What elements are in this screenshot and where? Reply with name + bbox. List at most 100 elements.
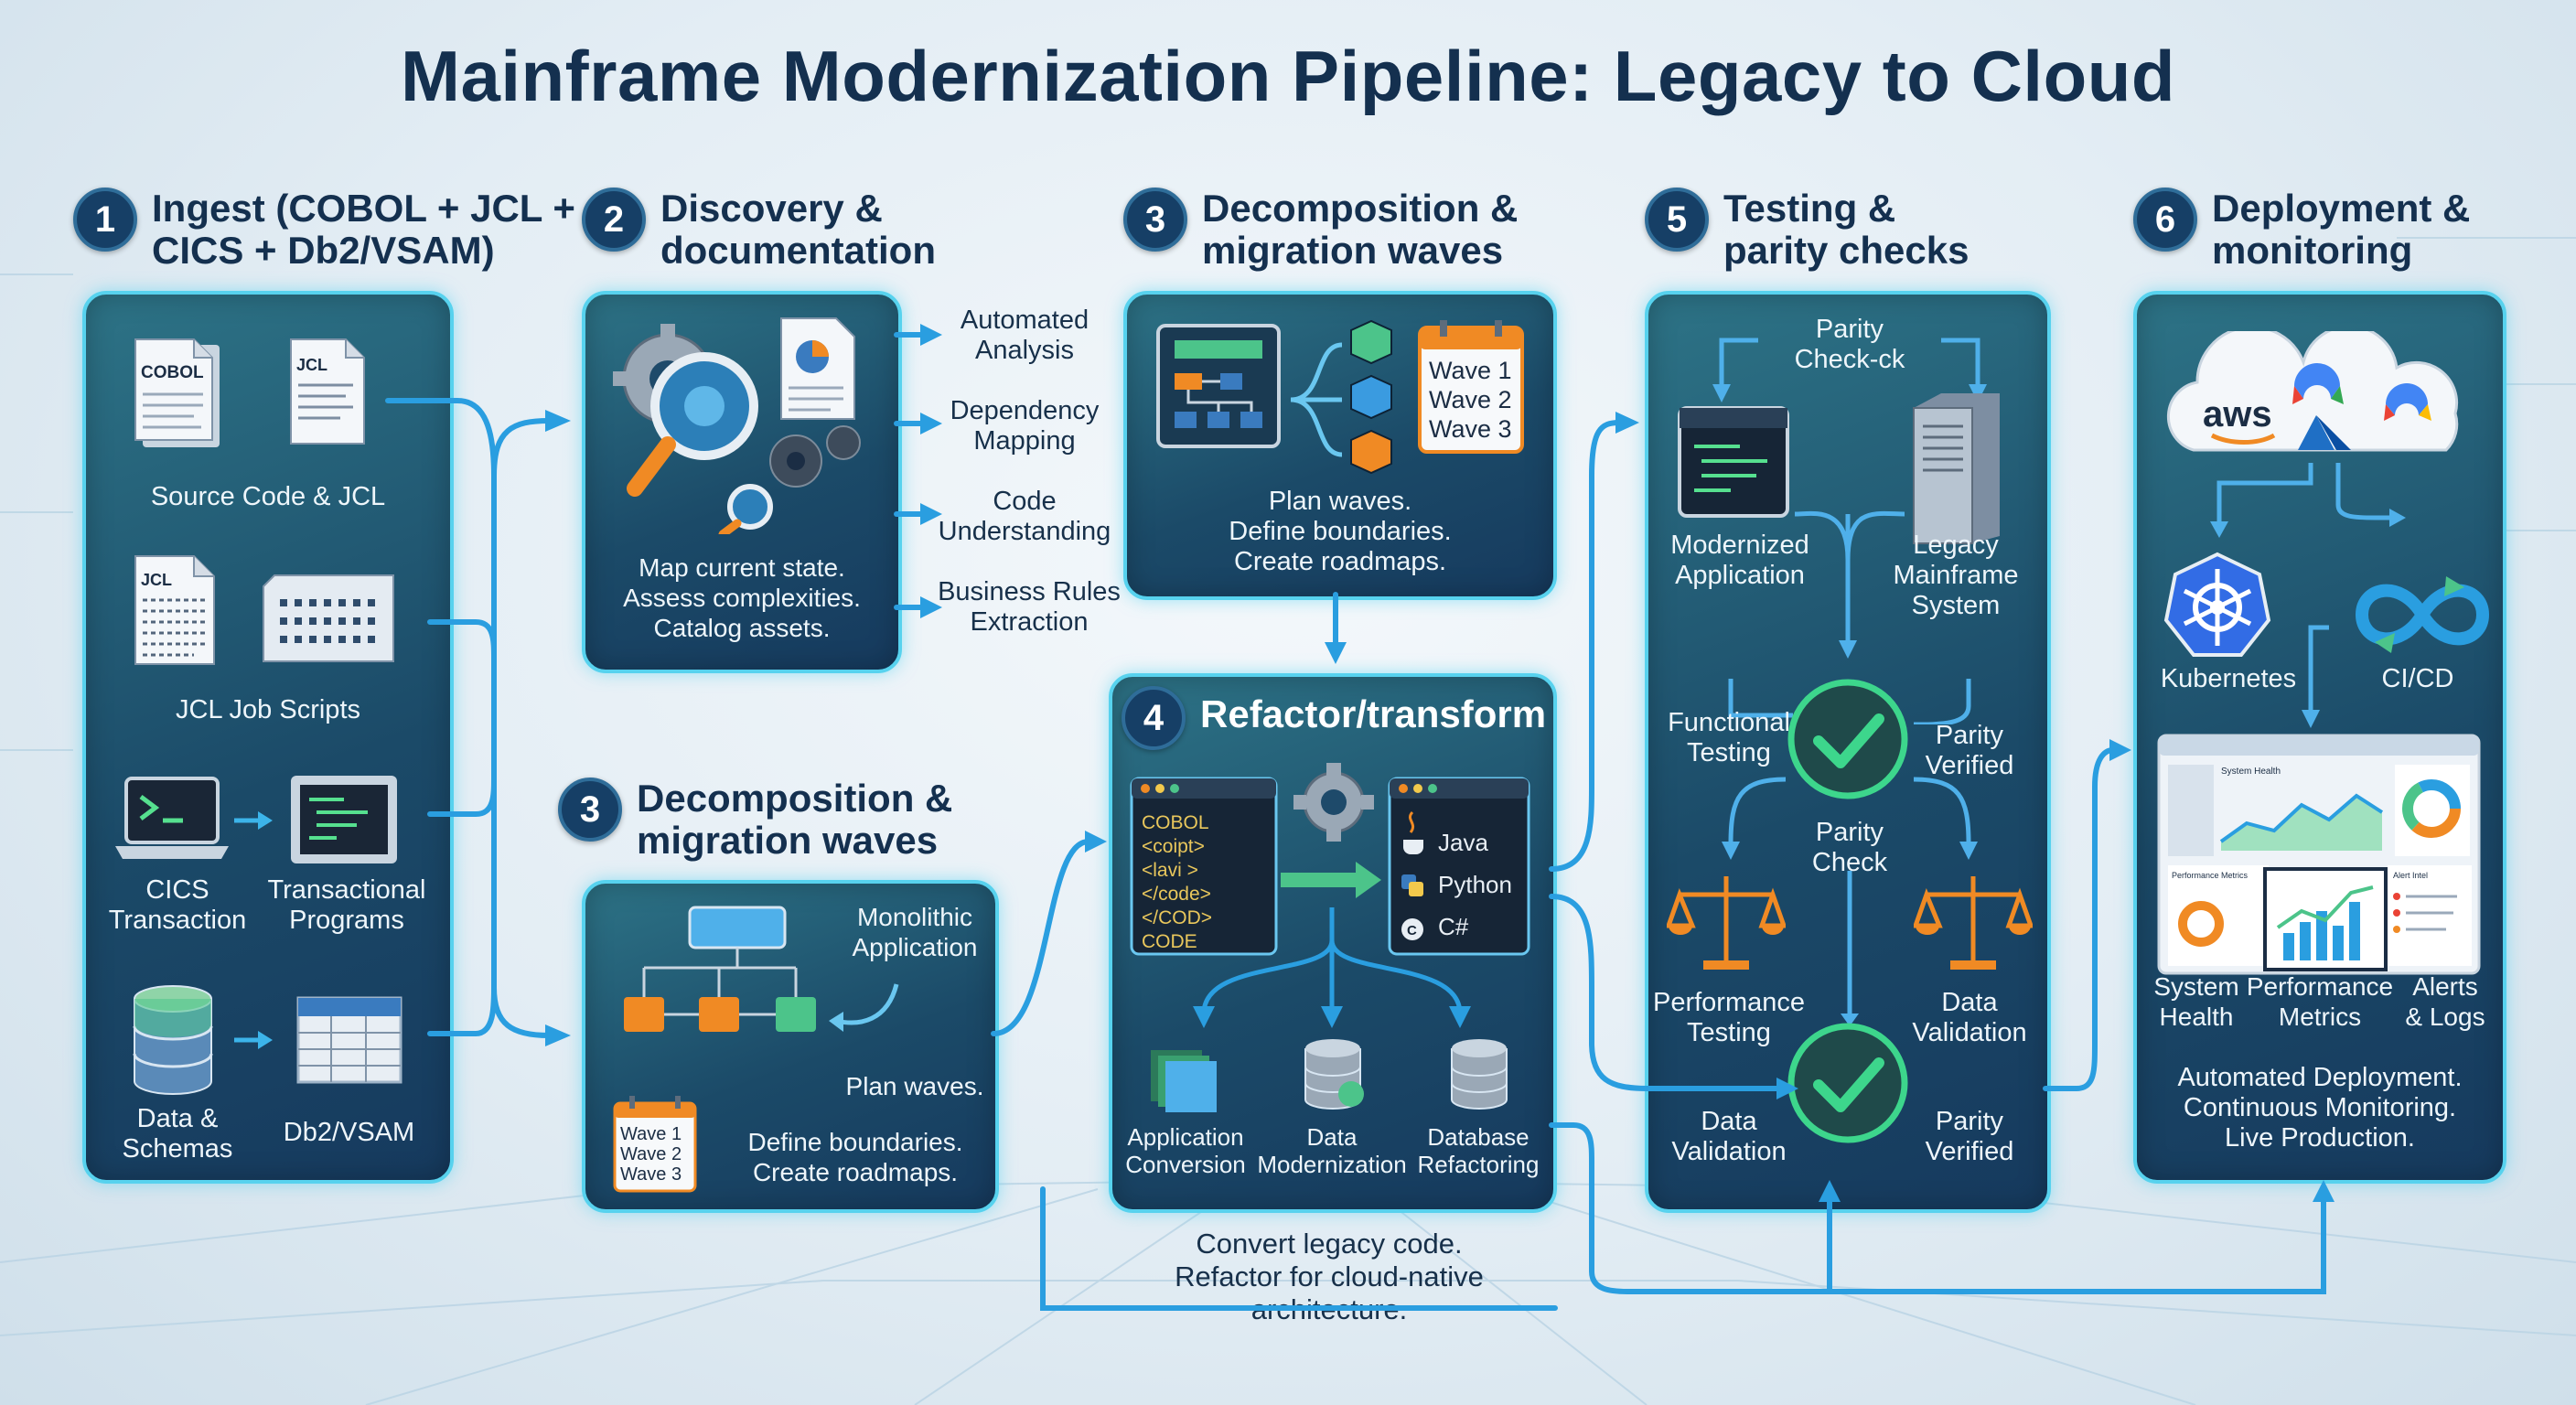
refactor-caption: Convert legacy code. Refactor for cloud-… [1109, 1228, 1550, 1326]
stage-1-title: Ingest (COBOL + JCL + CICS + Db2/VSAM) [152, 188, 575, 272]
stage-6-badge: 6 [2133, 188, 2197, 252]
stage-4-title: Refactor/transform [1200, 686, 1546, 743]
svg-text:COBOL: COBOL [1142, 812, 1209, 833]
stage-3-top-badge: 3 [1123, 188, 1187, 252]
page-title: Mainframe Modernization Pipeline: Legacy… [0, 35, 2576, 118]
dependency-mapping-label: Dependency Mapping [924, 396, 1125, 456]
system-health-label: System Health [2137, 971, 2256, 1032]
stage-3-bottom-badge: 3 [558, 778, 622, 842]
data-validation-top-label: Data Validation [1892, 988, 2047, 1048]
conversion-folder-icon [1147, 1043, 1220, 1116]
svg-text:</code>: </code> [1142, 884, 1211, 905]
data-modernization-icon [1300, 1035, 1369, 1118]
svg-text:<coipt>: <coipt> [1142, 836, 1205, 857]
cics-transaction-label: CICS Transaction [86, 875, 269, 936]
define-boundaries-label: Define boundaries. Create roadmaps. [723, 1127, 988, 1187]
stage-6-title: Deployment & monitoring [2212, 188, 2470, 272]
gear-icon [1288, 761, 1379, 843]
monolith-split-icon [613, 900, 832, 1056]
svg-text:Wave 2: Wave 2 [1429, 386, 1512, 413]
decomposition-top-panel: Wave 1 Wave 2 Wave 3 Plan waves. Define … [1123, 291, 1557, 600]
transactional-programs-label: Transactional Programs [260, 875, 434, 936]
database-icon [127, 982, 219, 1101]
jcl-job-scripts-label: JCL Job Scripts [86, 695, 450, 725]
automated-analysis-label: Automated Analysis [924, 306, 1125, 366]
svg-text:COBOL: COBOL [141, 363, 204, 382]
parity-verified-bottom-label: Parity Verified [1892, 1107, 2047, 1167]
decomposition-bottom-panel: Monolithic Application Plan waves. Wave … [582, 880, 999, 1213]
down-arrow-icon [2292, 624, 2347, 734]
curved-arrow-icon [823, 975, 906, 1039]
stage-2-title: Discovery & documentation [660, 188, 936, 272]
svg-text:Python: Python [1438, 871, 1512, 898]
jcl-script-icon: JCL [130, 552, 231, 671]
database-refactoring-label: Database Refactoring [1403, 1123, 1553, 1178]
calendar-icon: Wave 1 Wave 2 Wave 3 [1416, 318, 1526, 456]
wave-calendar-icon: Wave 1 Wave 2 Wave 3 [611, 1094, 703, 1195]
application-conversion-label: Application Conversion [1112, 1123, 1259, 1178]
stage-6-heading: 6 Deployment & monitoring [2133, 188, 2470, 272]
alerts-logs-label: Alerts & Logs [2389, 971, 2501, 1032]
cubes-branch-icon [1287, 317, 1406, 491]
monitoring-dashboard-icon: System Health Performance Metrics Alert … [2155, 732, 2485, 979]
cicd-loop-icon [2355, 569, 2492, 660]
cloud-branch-arrows [2174, 459, 2466, 542]
database-refactoring-icon [1446, 1035, 1516, 1118]
refactor-branch-arrows [1131, 904, 1542, 1050]
arrow-right-icon [231, 1026, 276, 1054]
data-modernization-label: Data Modernization [1250, 1123, 1414, 1178]
deployment-summary: Automated Deployment. Continuous Monitor… [2137, 1063, 2503, 1153]
svg-text:System Health: System Health [2221, 767, 2281, 777]
decomposition-top-summary: Plan waves. Define boundaries. Create ro… [1127, 487, 1553, 577]
kubernetes-icon [2163, 551, 2272, 660]
stage-5-title: Testing & parity checks [1723, 188, 1970, 272]
data-schemas-label: Data & Schemas [86, 1104, 269, 1164]
monolithic-application-label: Monolithic Application [823, 902, 1006, 962]
data-scale-icon [1914, 869, 2033, 979]
svg-text:Wave 1: Wave 1 [1429, 357, 1512, 384]
svg-text:aws: aws [2203, 394, 2272, 434]
arrow-right-icon [231, 807, 276, 834]
multi-cloud-icon: aws [2157, 331, 2486, 468]
transform-arrow-icon [1277, 858, 1387, 904]
stage-2-badge: 2 [582, 188, 646, 252]
stage-5-heading: 5 Testing & parity checks [1645, 188, 1970, 272]
deployment-panel: aws Kubernetes CI/CD System Health [2133, 291, 2506, 1184]
svg-text:<lavi >: <lavi > [1142, 860, 1198, 881]
data-validation-bottom-label: Data Validation [1648, 1107, 1809, 1167]
ingest-panel: COBOL JCL Source Code & JCL JCL JCL Job … [82, 291, 454, 1184]
stage-4-badge: 4 [1122, 686, 1186, 750]
report-document-icon [776, 315, 867, 424]
svg-text:Wave 3: Wave 3 [620, 1164, 682, 1185]
stage-1-heading: 1 Ingest (COBOL + JCL + CICS + Db2/VSAM) [73, 188, 575, 272]
performance-metrics-label: Performance Metrics [2243, 971, 2397, 1032]
code-understanding-label: Code Understanding [924, 487, 1125, 547]
svg-text:JCL: JCL [141, 571, 172, 589]
business-rules-label: Business Rules Extraction [924, 577, 1134, 638]
svg-text:Java: Java [1438, 829, 1488, 856]
svg-text:Wave 3: Wave 3 [1429, 415, 1512, 443]
stage-4-heading: 4 Refactor/transform [1122, 686, 1546, 750]
svg-text:Performance Metrics: Performance Metrics [2172, 871, 2249, 880]
stage-3-top-title: Decomposition & migration waves [1202, 188, 1518, 272]
stage-2-heading: 2 Discovery & documentation [582, 188, 936, 272]
discovery-panel: Map current state. Assess complexities. … [582, 291, 902, 673]
terminal-icon [113, 775, 232, 866]
stage-3-top-heading: 3 Decomposition & migration waves [1123, 188, 1518, 272]
stage-3-bottom-title: Decomposition & migration waves [637, 778, 952, 862]
svg-text:Wave 1: Wave 1 [620, 1124, 682, 1144]
stage-3-bottom-heading: 3 Decomposition & migration waves [558, 778, 952, 862]
performance-scale-icon [1667, 869, 1786, 979]
stage-1-badge: 1 [73, 188, 137, 252]
db2-vsam-label: Db2/VSAM [269, 1118, 429, 1148]
source-code-label: Source Code & JCL [86, 482, 450, 512]
architecture-diagram-icon [1154, 322, 1283, 450]
testing-panel: Parity Check-ck Modernized Application L… [1645, 291, 2051, 1213]
cicd-label: CI/CD [2331, 664, 2505, 694]
stage-5-badge: 5 [1645, 188, 1709, 252]
discovery-summary: Map current state. Assess complexities. … [585, 552, 898, 643]
svg-text:Wave 2: Wave 2 [620, 1144, 682, 1164]
table-grid-icon [295, 994, 404, 1086]
svg-text:JCL: JCL [296, 356, 327, 374]
refactor-panel: 4 Refactor/transform COBOL <coipt> <lavi… [1109, 673, 1557, 1213]
